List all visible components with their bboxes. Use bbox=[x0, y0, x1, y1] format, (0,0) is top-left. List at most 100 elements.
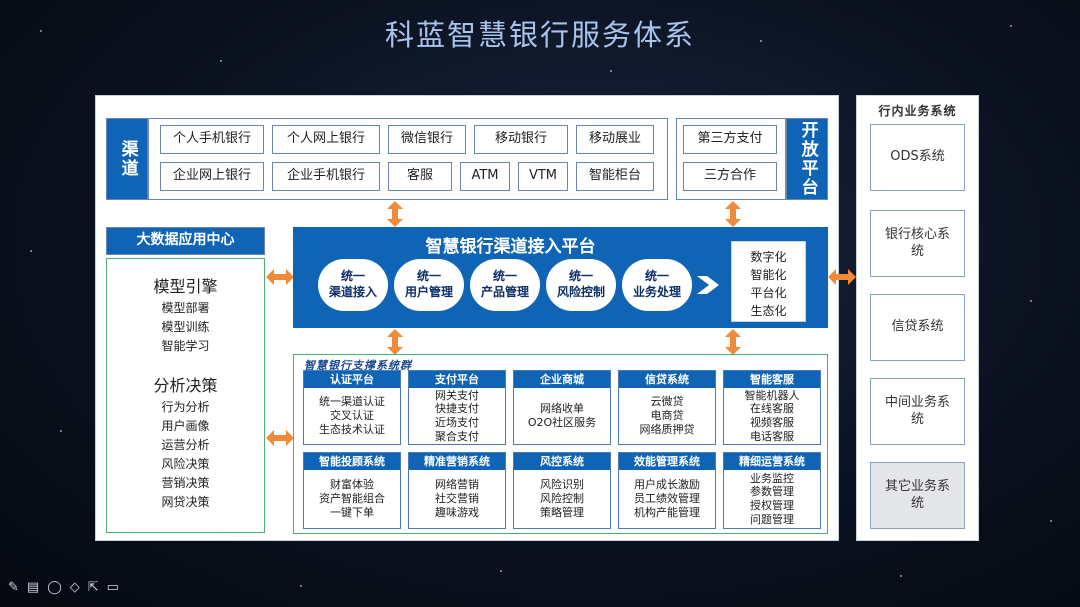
channels-label: 渠道 bbox=[106, 118, 148, 200]
bigdata-item: 智能学习 bbox=[161, 339, 210, 353]
channel-item: 个人网上银行 bbox=[272, 125, 380, 154]
bigdata-item: 营销决策 bbox=[161, 476, 210, 490]
support-card-item: 财富体验 bbox=[330, 478, 374, 492]
channel-item: 移动展业 bbox=[576, 125, 654, 154]
access-unit-line1: 统一 bbox=[568, 269, 593, 284]
support-card-item: 业务监控 bbox=[750, 471, 794, 485]
channel-item: 客服 bbox=[388, 162, 452, 191]
support-card-item: 网络质押贷 bbox=[639, 422, 695, 436]
ellipse-icon[interactable]: ◯ bbox=[47, 580, 62, 595]
support-card-items: 统一渠道认证交叉认证生态技术认证 bbox=[304, 388, 400, 444]
arrow-access-to-internal bbox=[828, 269, 856, 285]
slides-icon[interactable]: ▤ bbox=[26, 580, 40, 595]
bigdata-item: 模型训练 bbox=[161, 320, 210, 334]
chevron-right-icon bbox=[697, 276, 719, 294]
support-card-name: 信贷系统 bbox=[619, 371, 715, 388]
support-card-items: 网关支付快捷支付近场支付聚合支付 bbox=[409, 388, 505, 444]
bigdata-body: 模型引擎 模型部署模型训练智能学习 分析决策 行为分析用户画像运营分析风险决策营… bbox=[106, 258, 265, 533]
channel-item: ATM bbox=[460, 162, 510, 191]
support-card-name: 认证平台 bbox=[304, 371, 400, 388]
bigdata-item: 运营分析 bbox=[161, 438, 210, 452]
support-card-name: 智能投顾系统 bbox=[304, 453, 400, 470]
channel-item: VTM bbox=[518, 162, 568, 191]
support-card-name: 智能客服 bbox=[724, 371, 820, 388]
support-card-item: 一键下单 bbox=[330, 505, 374, 519]
support-card-name: 支付平台 bbox=[409, 371, 505, 388]
support-card-item: 统一渠道认证 bbox=[319, 395, 385, 409]
support-card-item: 网关支付 bbox=[435, 388, 479, 402]
channel-item: 移动银行 bbox=[474, 125, 568, 154]
bigdata-item: 模型部署 bbox=[161, 301, 210, 315]
support-card: 精细运营系统业务监控参数管理授权管理问题管理 bbox=[723, 452, 821, 529]
internal-system: 银行核心系统 bbox=[870, 210, 965, 277]
arrow-access-to-support bbox=[387, 329, 403, 355]
access-platform-title: 智慧银行渠道接入平台 bbox=[425, 237, 596, 257]
support-card: 支付平台网关支付快捷支付近场支付聚合支付 bbox=[408, 370, 506, 445]
camera-icon[interactable]: ▭ bbox=[106, 580, 119, 595]
pen-icon[interactable]: ✎ bbox=[8, 580, 19, 595]
support-card: 信贷系统云微贷电商贷网络质押贷 bbox=[618, 370, 716, 445]
internal-system: 其它业务系统 bbox=[870, 462, 965, 529]
support-card: 风控系统风险识别风险控制策略管理 bbox=[513, 452, 611, 529]
channel-item: 企业网上银行 bbox=[160, 162, 264, 191]
support-card: 认证平台统一渠道认证交叉认证生态技术认证 bbox=[303, 370, 401, 445]
internal-system: 中间业务系统 bbox=[870, 378, 965, 445]
support-card-items: 云微贷电商贷网络质押贷 bbox=[619, 388, 715, 444]
access-unit-line1: 统一 bbox=[340, 269, 365, 284]
support-card-item: 视频客服 bbox=[750, 416, 794, 429]
eraser-icon[interactable]: ◇ bbox=[69, 580, 80, 595]
access-unit-label: 统一产品管理 bbox=[481, 269, 529, 300]
support-card-item: 网络收单 bbox=[540, 402, 584, 416]
open-platform-item: 三方合作 bbox=[683, 162, 777, 191]
support-card-item: 智能机器人 bbox=[744, 388, 800, 402]
support-card-item: 快捷支付 bbox=[435, 402, 479, 416]
support-card-item: 生态技术认证 bbox=[319, 422, 385, 436]
support-card-items: 业务监控参数管理授权管理问题管理 bbox=[724, 470, 820, 528]
access-unit: 统一用户管理 bbox=[394, 259, 464, 311]
support-card-item: 机构产能管理 bbox=[634, 505, 700, 519]
access-unit: 统一风险控制 bbox=[546, 259, 616, 311]
pointer-icon[interactable]: ⇱ bbox=[87, 580, 99, 595]
channel-item: 微信银行 bbox=[388, 125, 466, 154]
support-card-item: 风险控制 bbox=[540, 492, 584, 506]
access-unit-line1: 统一 bbox=[492, 269, 517, 284]
access-unit: 统一渠道接入 bbox=[318, 259, 388, 311]
access-unit-line1: 统一 bbox=[644, 269, 669, 284]
support-card-item: 用户成长激励 bbox=[634, 478, 700, 492]
support-card: 智能客服智能机器人在线客服视频客服电话客服 bbox=[723, 370, 821, 445]
bigdata-item: 用户画像 bbox=[161, 419, 210, 433]
internal-title: 行内业务系统 bbox=[878, 104, 957, 118]
support-card-item: 聚合支付 bbox=[435, 429, 479, 443]
support-card-item: 社交营销 bbox=[435, 492, 479, 506]
bigdata-item: 行为分析 bbox=[161, 400, 210, 414]
support-card-item: 电话客服 bbox=[750, 429, 794, 443]
support-card-item: 电商贷 bbox=[650, 409, 684, 423]
support-card-name: 效能管理系统 bbox=[619, 453, 715, 470]
support-card-item: 策略管理 bbox=[540, 505, 584, 519]
access-unit: 统一产品管理 bbox=[470, 259, 540, 311]
support-card-item: O2O社区服务 bbox=[527, 416, 597, 429]
arrow-bigdata-to-access bbox=[266, 269, 294, 285]
support-card-item: 云微贷 bbox=[650, 395, 684, 409]
support-card-name: 企业商城 bbox=[514, 371, 610, 388]
access-feature: 数字化 bbox=[750, 250, 787, 264]
support-card-item: 风险识别 bbox=[540, 478, 584, 492]
access-unit-line2: 渠道接入 bbox=[328, 285, 377, 299]
arrow-channels-to-access bbox=[387, 201, 403, 227]
support-card-item: 近场支付 bbox=[435, 416, 479, 429]
access-unit-label: 统一风险控制 bbox=[557, 269, 605, 300]
access-unit-line1: 统一 bbox=[416, 269, 441, 284]
support-card-item: 问题管理 bbox=[750, 512, 794, 526]
bigdata-group1-list: 模型部署模型训练智能学习 bbox=[107, 299, 264, 356]
support-title: 智慧银行支撑系统群 bbox=[304, 359, 412, 372]
internal-system: 信贷系统 bbox=[870, 294, 965, 361]
page-title: 科蓝智慧银行服务体系 bbox=[384, 18, 695, 52]
open-platform-item: 第三方支付 bbox=[683, 125, 777, 154]
open-platform-label: 开放平台 bbox=[786, 118, 828, 200]
support-card-item: 参数管理 bbox=[750, 485, 794, 499]
support-card-item: 授权管理 bbox=[750, 499, 794, 512]
access-feature: 智能化 bbox=[750, 268, 787, 282]
presentation-toolbar: ✎ ▤ ◯ ◇ ⇱ ▭ bbox=[8, 580, 119, 595]
support-card: 精准营销系统网络营销社交营销趣味游戏 bbox=[408, 452, 506, 529]
